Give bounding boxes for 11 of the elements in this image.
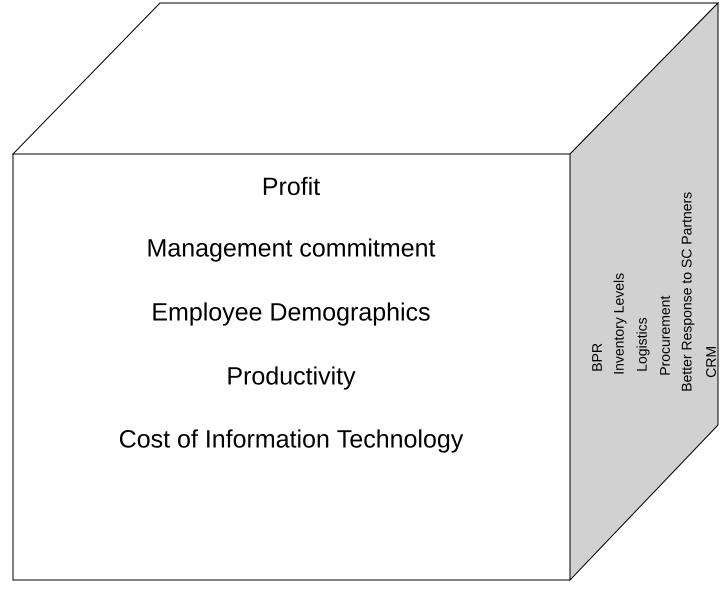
face-text: Profit: [264, 176, 320, 196]
side-text: Better Response to SC Partners: [682, 192, 694, 391]
face-text: Productivity: [228, 366, 356, 390]
face-text: Cost of Information Technology: [120, 429, 464, 453]
side-text: CRM: [706, 347, 716, 378]
side-text: BPR: [592, 344, 602, 371]
side-text: Procurement: [660, 296, 670, 375]
face-text: Management commitment: [148, 238, 436, 262]
side-text: Inventory Levels: [613, 273, 627, 374]
side-text: Logistics: [636, 318, 650, 371]
face-text: Employee Demographics: [153, 302, 430, 326]
